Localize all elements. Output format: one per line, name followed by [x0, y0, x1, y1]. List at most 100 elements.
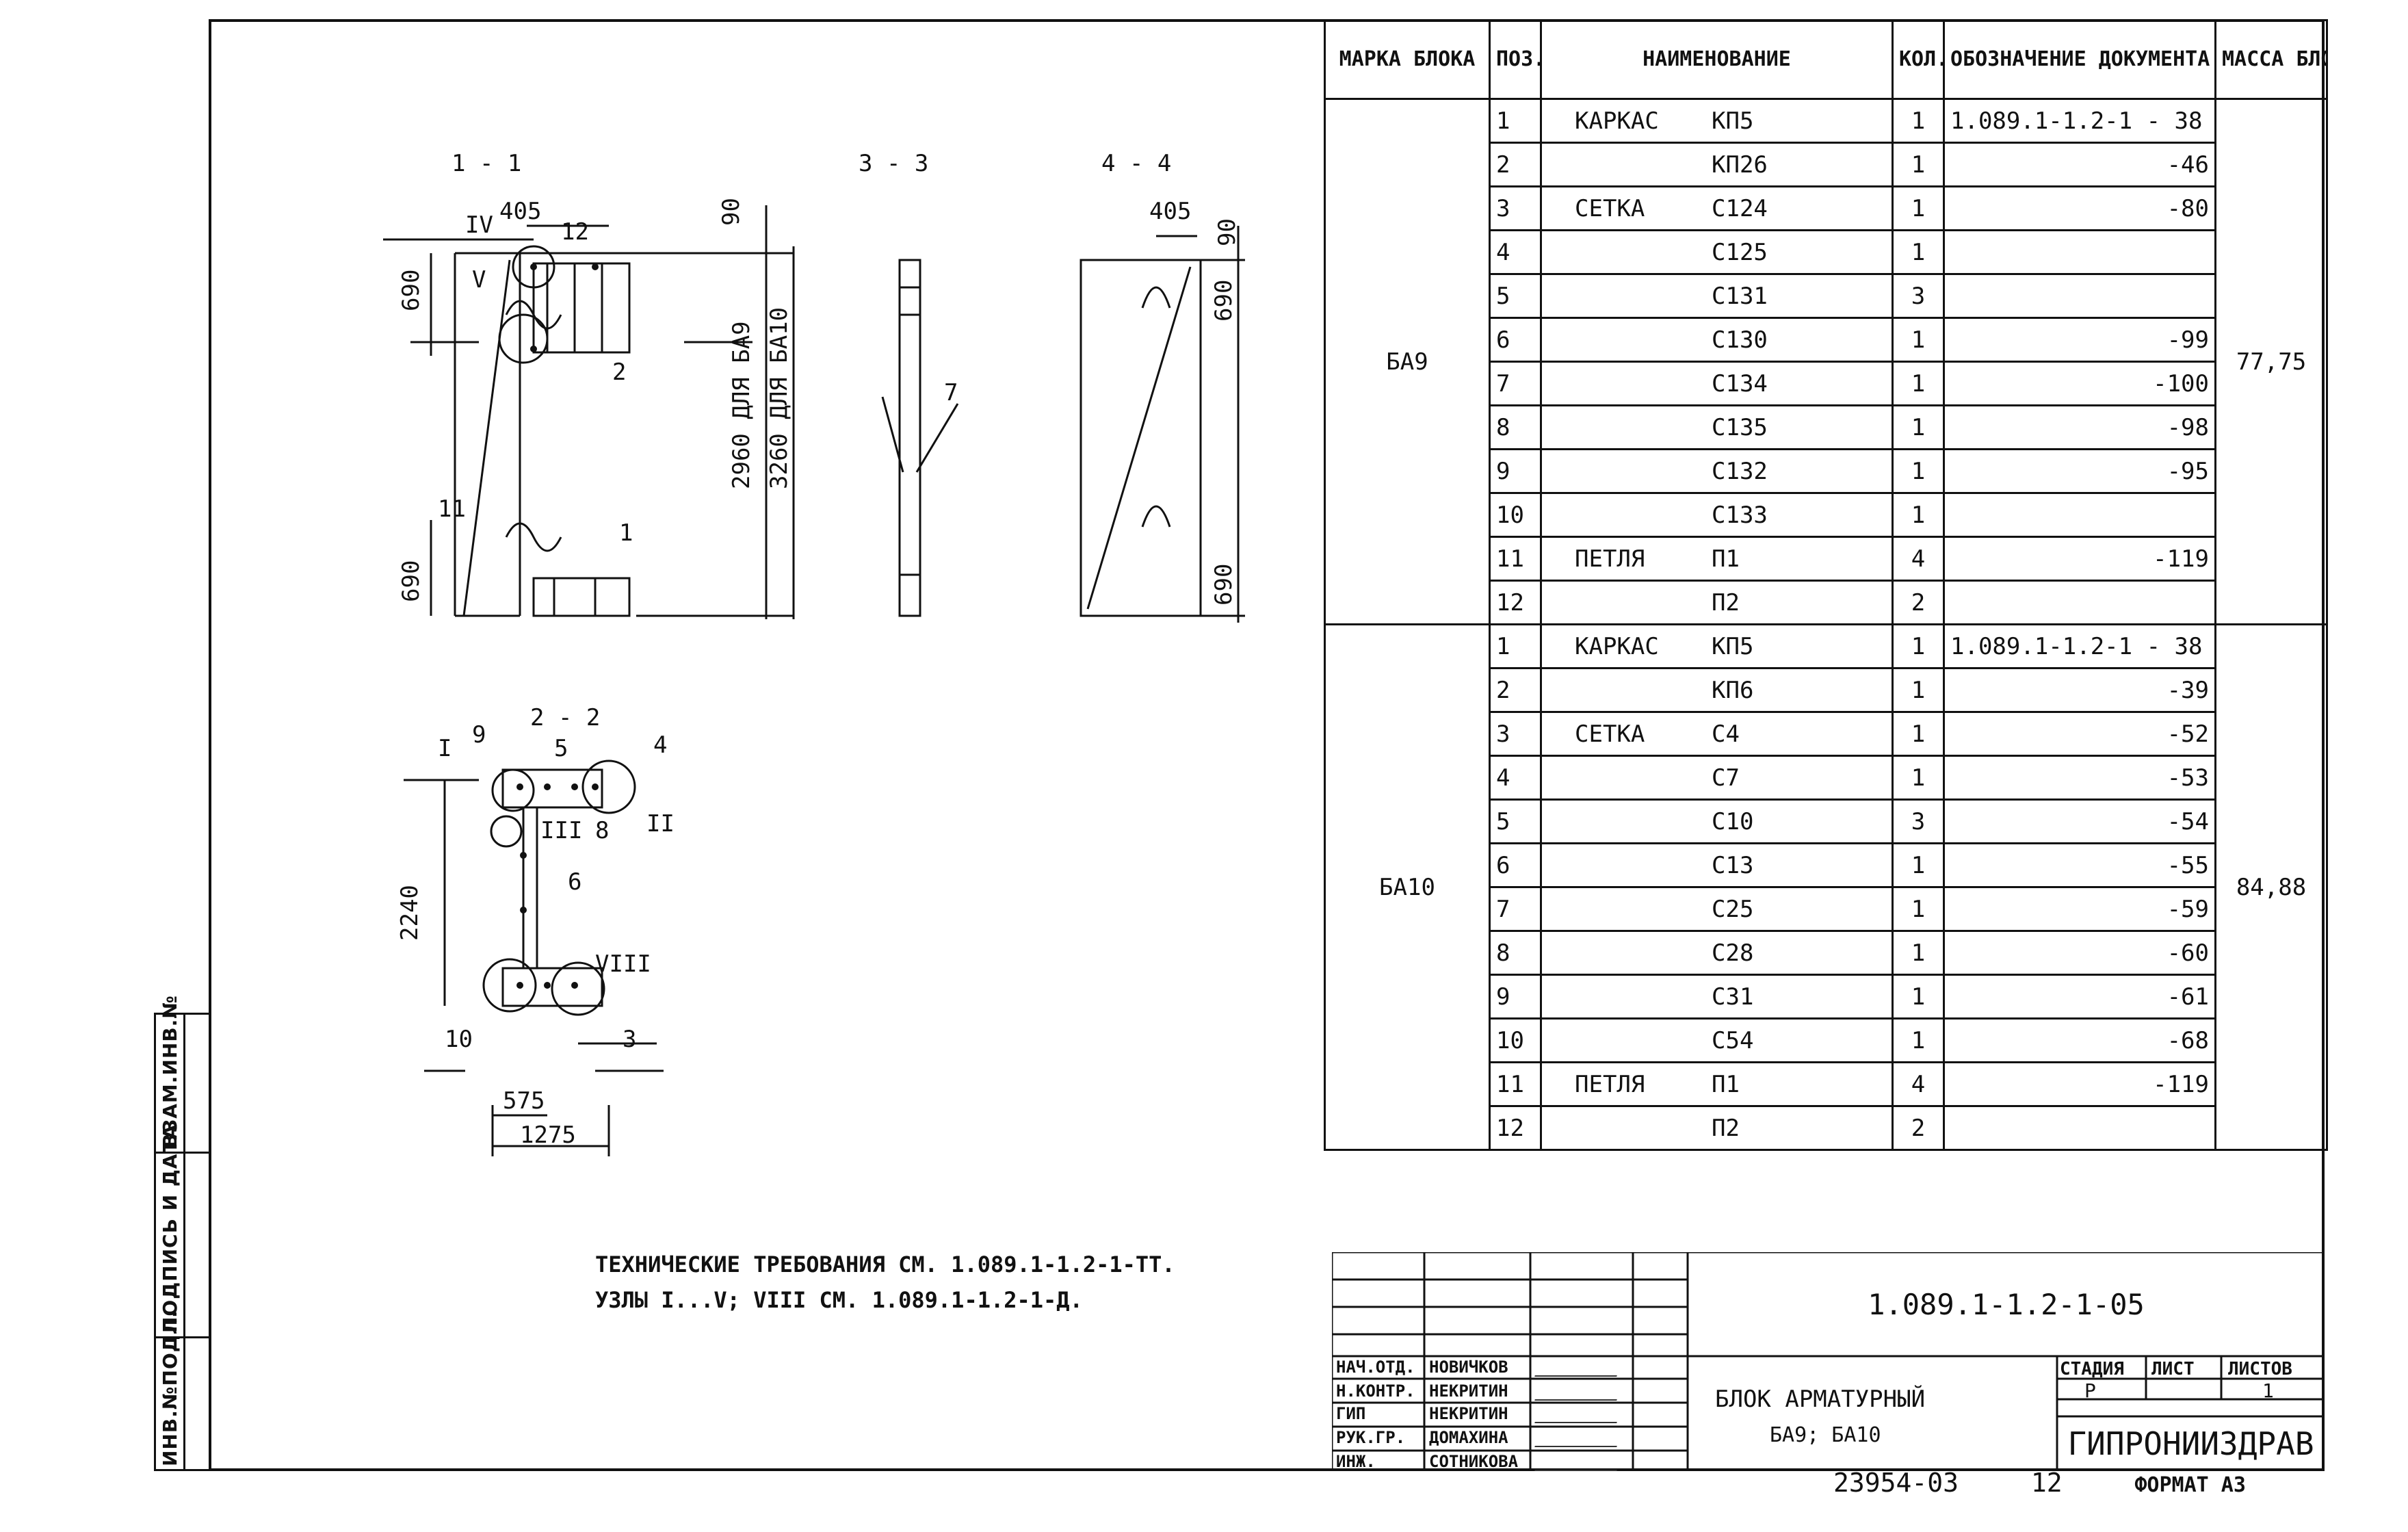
label-7: 7 — [944, 379, 958, 406]
pos-cell: 10 — [1489, 1017, 1542, 1063]
qty-cell: 3 — [1892, 799, 1945, 844]
doc-cell — [1943, 1105, 2216, 1151]
dim-90-b: 90 — [1214, 218, 1241, 246]
format-label: ФОРМАТ А3 — [2134, 1473, 2246, 1497]
item-name: С28 — [1712, 939, 1754, 967]
qty-cell: 1 — [1892, 492, 1945, 538]
name-cell: С13 — [1540, 842, 1894, 888]
item-name: С25 — [1712, 895, 1754, 923]
dim-690-b: 690 — [397, 560, 425, 602]
item-name: С134 — [1712, 369, 1768, 398]
doc-cell: -100 — [1943, 361, 2216, 406]
roman-4-label: IV — [465, 211, 493, 239]
pos-cell: 5 — [1489, 799, 1542, 844]
name-cell: С131 — [1540, 273, 1894, 319]
item-name: П1 — [1712, 545, 1740, 573]
name-cell: С125 — [1540, 229, 1894, 275]
header-block-mark: МАРКА БЛОКА — [1324, 19, 1491, 100]
doc-cell: -99 — [1943, 317, 2216, 363]
qty-cell: 3 — [1892, 273, 1945, 319]
label-12: 12 — [561, 218, 589, 246]
doc-cell: -54 — [1943, 799, 2216, 844]
doc-cell: -59 — [1943, 886, 2216, 932]
block-mass-cell: 84,88 — [2214, 623, 2328, 1151]
note-line-2: УЗЛЫ I...V; VIII СМ. 1.089.1-1.2-1-Д. — [595, 1287, 1083, 1313]
pos-cell: 7 — [1489, 886, 1542, 932]
staff-role: Н.КОНТР. — [1336, 1381, 1415, 1401]
header-qty: КОЛ. — [1892, 19, 1945, 100]
staff-name: НЕКРИТИН — [1429, 1404, 1508, 1423]
item-name: КП26 — [1712, 151, 1768, 179]
qty-cell: 1 — [1892, 98, 1945, 144]
pos-cell: 6 — [1489, 842, 1542, 888]
qty-cell: 1 — [1892, 229, 1945, 275]
item-type: КАРКАС — [1575, 632, 1659, 660]
doc-cell — [1943, 492, 2216, 538]
name-cell: С133 — [1540, 492, 1894, 538]
name-cell: ПЕТЛЯ П1 — [1540, 536, 1894, 582]
pos-cell: 6 — [1489, 317, 1542, 363]
doc-cell: -98 — [1943, 404, 2216, 450]
item-type: ПЕТЛЯ — [1575, 545, 1645, 573]
name-cell: С10 — [1540, 799, 1894, 844]
label-3: 3 — [623, 1026, 636, 1053]
name-cell: С135 — [1540, 404, 1894, 450]
section-4-4-label: 4 - 4 — [1101, 150, 1171, 177]
pos-cell: 12 — [1489, 580, 1542, 625]
doc-cell: -60 — [1943, 930, 2216, 976]
staff-role: ИНЖ. — [1336, 1452, 1376, 1471]
signature-mark — [1534, 1381, 1622, 1401]
qty-cell: 1 — [1892, 361, 1945, 406]
inv-podl-label: ИНВ.№ПОДЛ. — [159, 1310, 181, 1466]
staff-role: НАЧ.ОТД. — [1336, 1358, 1415, 1377]
header-mass: МАССА БЛОКА, КГ — [2214, 19, 2328, 100]
label-4: 4 — [653, 731, 667, 759]
item-name: С130 — [1712, 326, 1768, 354]
doc-cell — [1943, 229, 2216, 275]
title-block-grid — [1332, 1252, 2325, 1471]
pos-cell: 9 — [1489, 974, 1542, 1020]
label-9: 9 — [472, 721, 486, 749]
signature-mark — [1534, 1404, 1622, 1423]
doc-cell: 1.089.1-1.2-1 - 38 — [1943, 623, 2216, 669]
organization-name: ГИПРОНИИЗДРАВ — [2067, 1425, 2314, 1462]
doc-cell: -119 — [1943, 1061, 2216, 1107]
item-name: С124 — [1712, 194, 1768, 222]
dim-405-a: 405 — [499, 198, 541, 225]
document-code: 1.089.1-1.2-1-05 — [1868, 1287, 2145, 1321]
page-number: 12 — [2030, 1468, 2063, 1498]
qty-cell: 1 — [1892, 755, 1945, 801]
name-cell: П2 — [1540, 1105, 1894, 1151]
qty-cell: 2 — [1892, 580, 1945, 625]
item-name: КП5 — [1712, 107, 1754, 135]
section-4-4-view — [1079, 226, 1245, 623]
pos-cell: 4 — [1489, 229, 1542, 275]
header-name: НАИМЕНОВАНИЕ — [1540, 19, 1894, 100]
doc-cell: -52 — [1943, 711, 2216, 757]
dim-405-b: 405 — [1149, 198, 1191, 225]
pos-cell: 12 — [1489, 1105, 1542, 1151]
item-name: С10 — [1712, 807, 1754, 835]
doc-cell: -68 — [1943, 1017, 2216, 1063]
signature-mark — [1534, 1428, 1622, 1447]
table-row: 5 С10 3-54 — [1325, 799, 2327, 844]
qty-cell: 1 — [1892, 185, 1945, 231]
pos-cell: 8 — [1489, 404, 1542, 450]
section-1-1-view — [383, 205, 795, 619]
stage-label: СТАДИЯ — [2060, 1359, 2124, 1379]
name-cell: П2 — [1540, 580, 1894, 625]
qty-cell: 1 — [1892, 1017, 1945, 1063]
